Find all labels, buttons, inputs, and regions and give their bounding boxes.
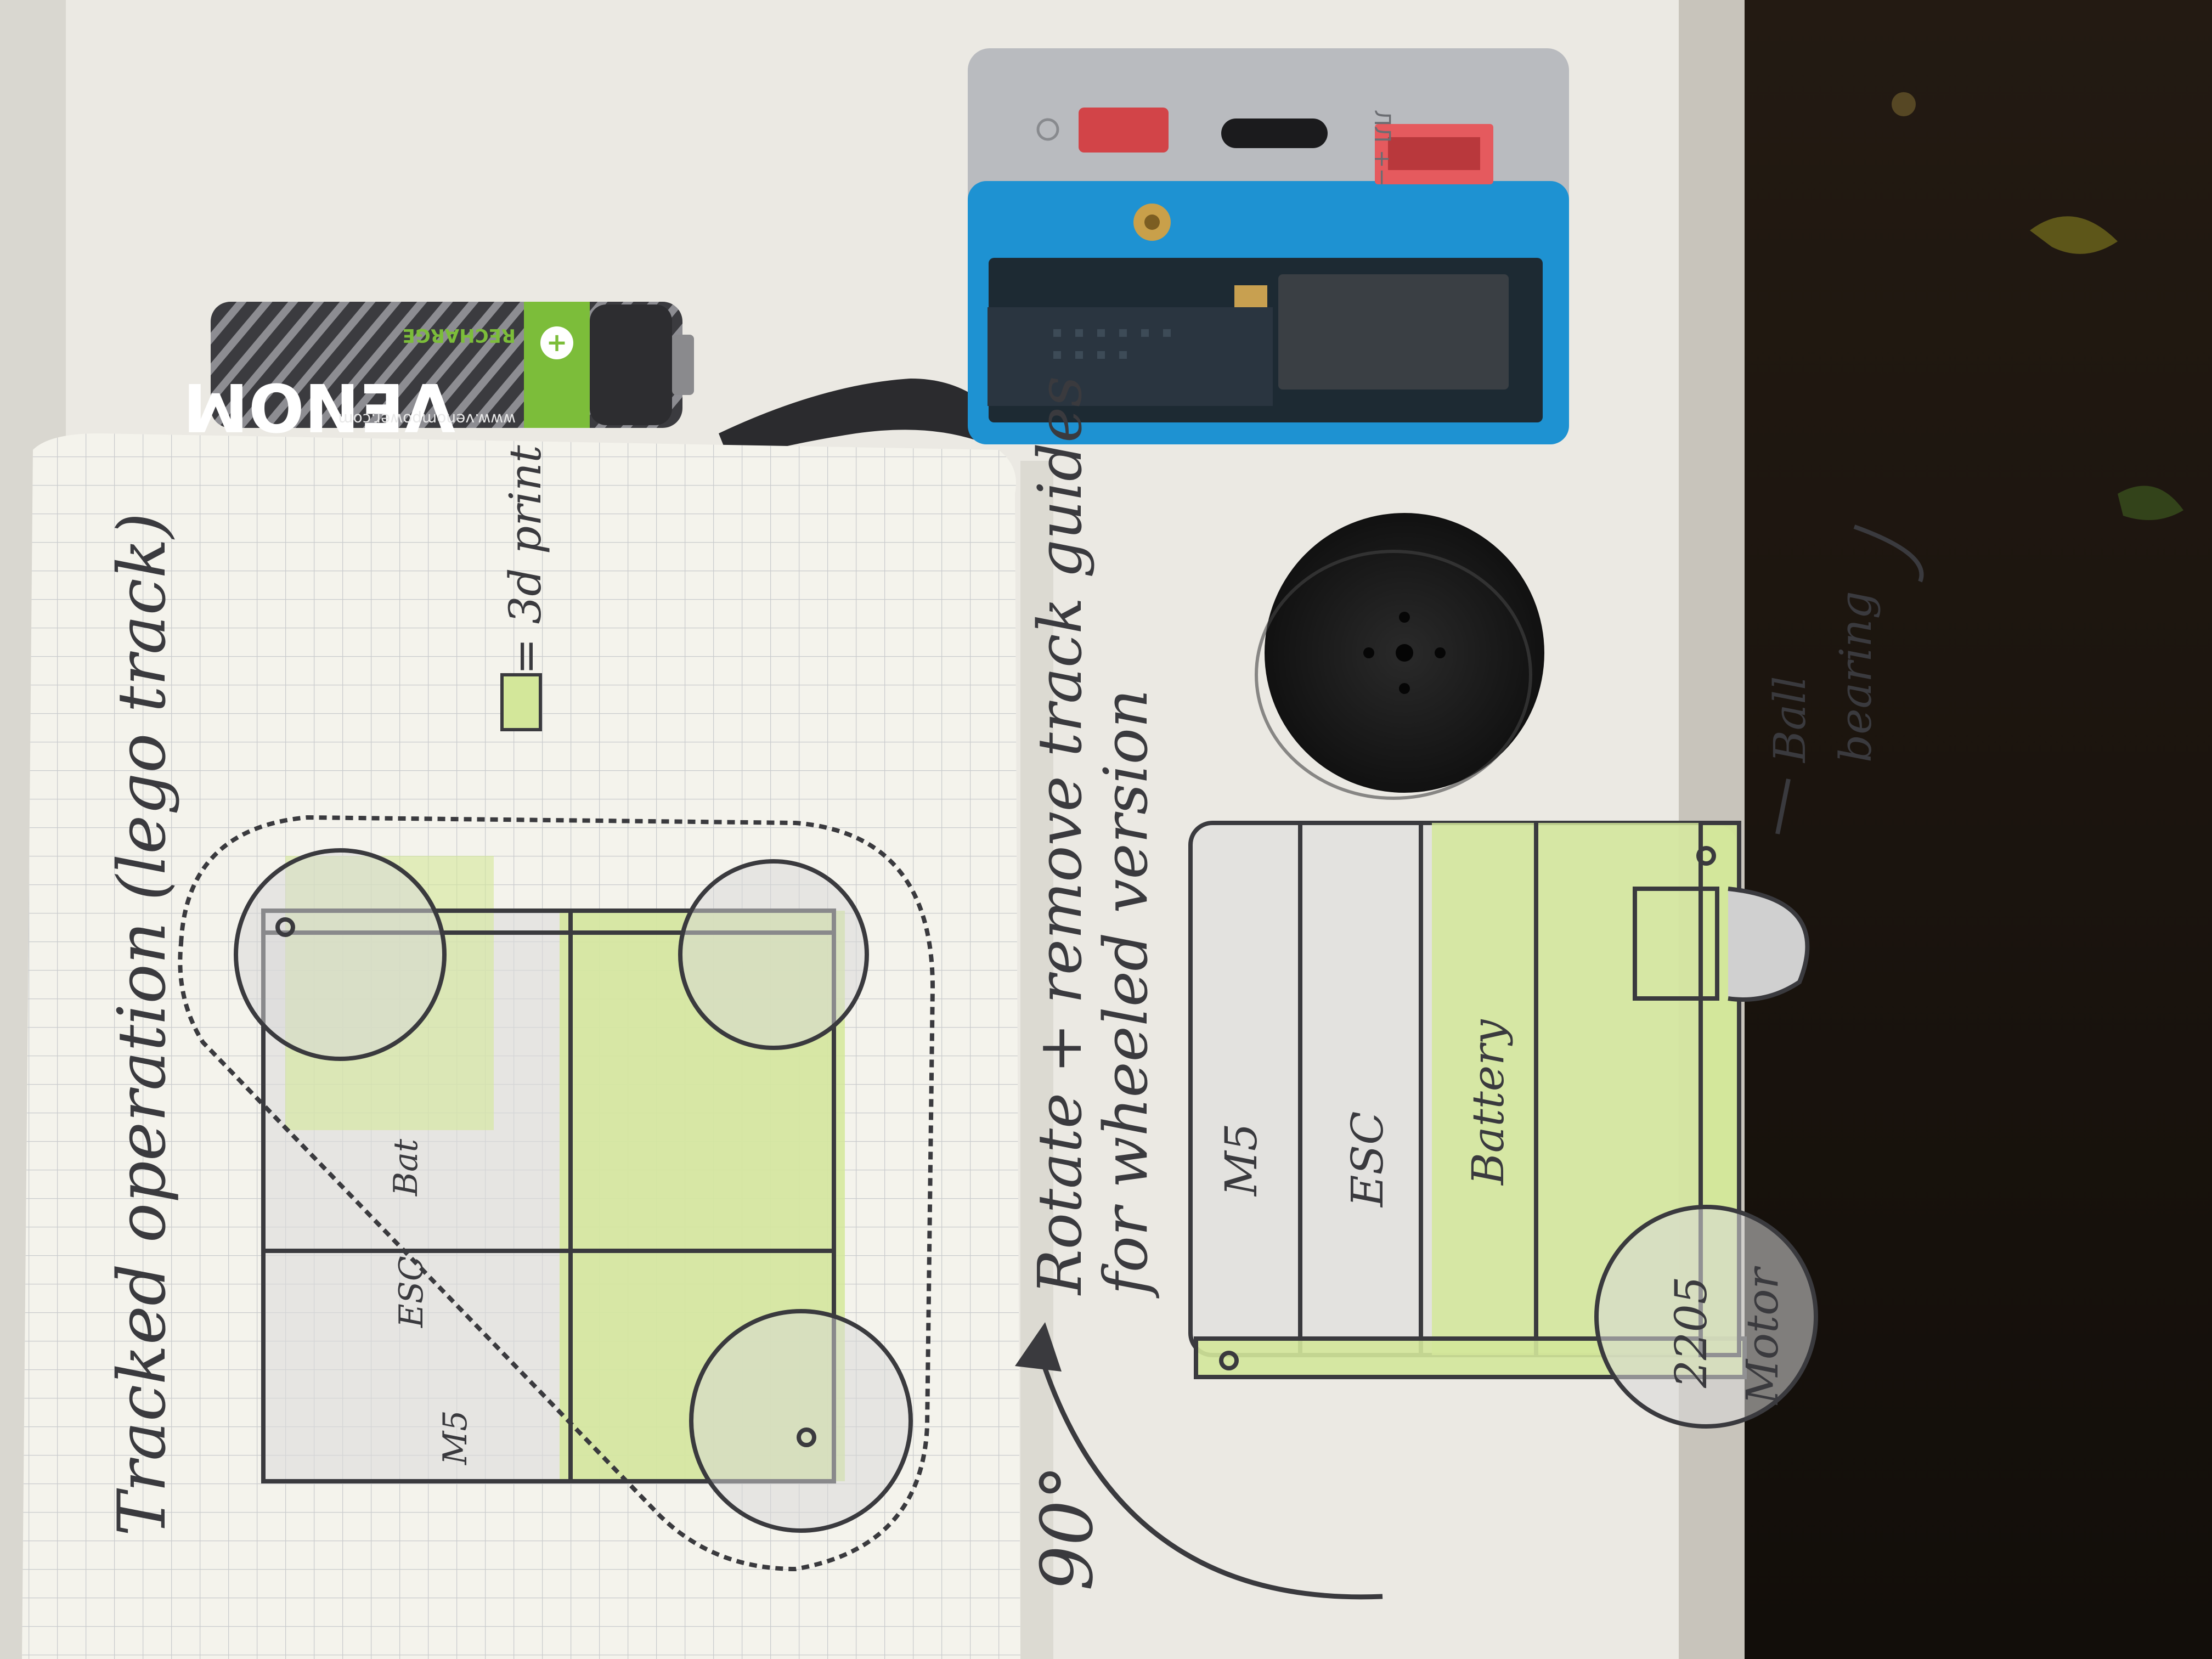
sketch1-esc: ESC <box>392 1256 431 1328</box>
power-icon <box>1036 118 1059 141</box>
notebook-title: Tracked operation (lego track) <box>104 513 180 1536</box>
rotation-arrow <box>1040 1359 1383 1600</box>
window-reflection-2 <box>2030 216 2118 254</box>
battery-url: www.venompower.com <box>338 410 516 428</box>
strap <box>719 379 998 461</box>
motor-label: Motor <box>1737 1266 1788 1406</box>
cap-hole <box>1363 647 1374 658</box>
window-reflection-3 <box>2118 486 2183 520</box>
power-button <box>1079 108 1169 153</box>
instruction-line1: Rotate + remove track guides <box>1025 376 1095 1296</box>
wheeled-esc: ESC <box>1342 1111 1393 1208</box>
bracket <box>1853 524 1924 583</box>
legend-label: = 3d print <box>500 444 551 675</box>
cap-hole <box>1396 644 1413 662</box>
grove-port-inner <box>1388 137 1480 170</box>
rotation-angle: 90° <box>1025 1465 1109 1591</box>
instruction-line2: for wheeled version <box>1091 689 1161 1299</box>
cap-hole <box>1435 647 1446 658</box>
notebook-back-page <box>1020 461 1053 1659</box>
motor-size: 2205 <box>1666 1276 1717 1389</box>
legend-swatch <box>500 673 542 731</box>
wheeled-sketch <box>1188 821 1818 1429</box>
usb-c-port <box>1221 119 1328 148</box>
wheeled-m5: M5 <box>1216 1123 1267 1197</box>
battery-plus-icon <box>540 326 573 359</box>
ball-label: Ball <box>1764 676 1815 764</box>
tracked-sketch <box>178 815 935 1572</box>
battery-brand: VENOM <box>183 368 455 444</box>
window-glass <box>1745 0 2212 1659</box>
sketch1-m5: M5 <box>436 1410 475 1465</box>
ball-pointer <box>1775 778 1791 834</box>
motor-cap-rim <box>1255 550 1532 800</box>
cap-hole <box>1399 612 1410 623</box>
cap-hole <box>1399 683 1410 694</box>
port-label: ЛЛ +− <box>1369 110 1395 187</box>
sketch1-bat: Bat <box>387 1138 425 1197</box>
battery-terminal: + <box>546 328 568 357</box>
arrow-head <box>1015 1322 1062 1372</box>
bearing-label: bearing <box>1830 591 1881 763</box>
wheeled-battery: Battery <box>1463 1019 1514 1186</box>
window-reflection <box>1892 92 1916 116</box>
battery-sub-brand: RECHARGE <box>403 324 516 346</box>
